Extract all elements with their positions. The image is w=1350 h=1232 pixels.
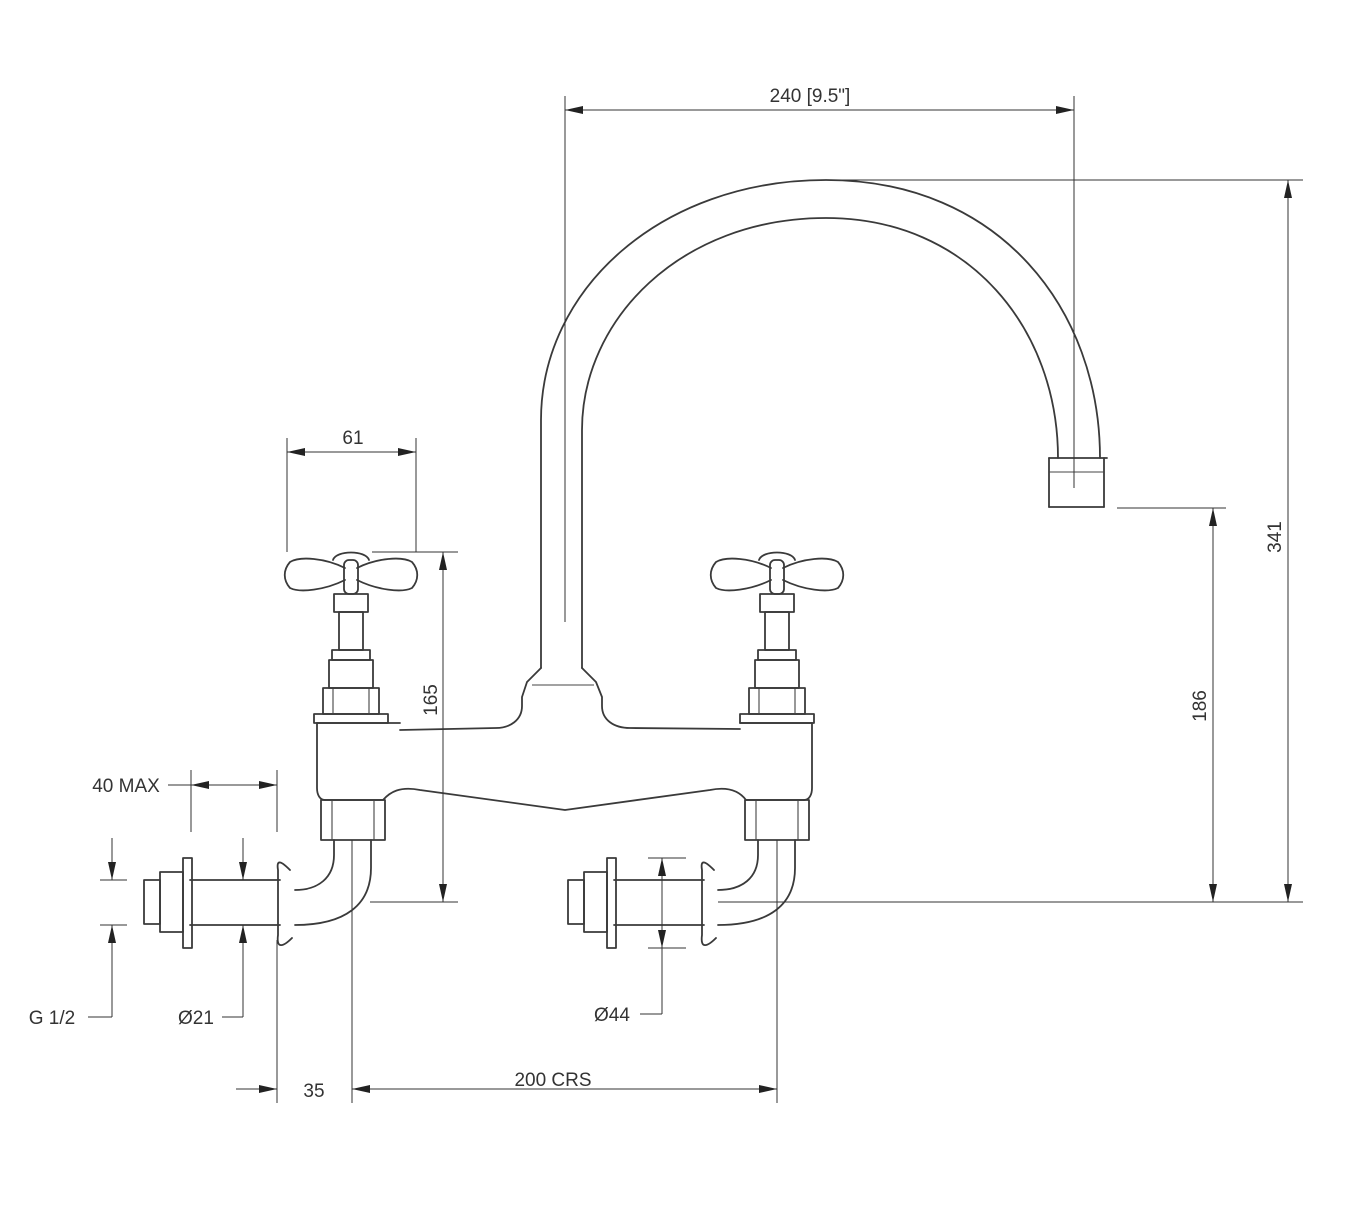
outlet-height-label: 186 (1190, 690, 1211, 722)
swan-neck-spout (399, 179, 1108, 731)
mixer-tap-outline (143, 179, 1108, 949)
flange-diameter-label: Ø44 (594, 1005, 630, 1026)
pipe-diameter-label: Ø21 (178, 1008, 214, 1029)
left-wall-inlet (143, 799, 386, 949)
inlet-thread-label: G 1/2 (29, 1008, 75, 1029)
wall-thickness-label: 40 MAX (92, 776, 160, 797)
right-cross-handle-valve (709, 551, 845, 724)
dimension-labels: 240 [9.5"] 61 341 186 165 40 MAX G 1/2 Ø… (29, 86, 1286, 1102)
wall-offset-label: 35 (303, 1081, 324, 1102)
dimension-lines (88, 96, 1303, 1103)
spout-reach-label: 240 [9.5"] (770, 86, 851, 107)
handle-height-label: 165 (421, 684, 442, 716)
left-cross-handle-valve (283, 551, 419, 724)
handle-width-label: 61 (342, 428, 363, 449)
total-height-label: 341 (1265, 521, 1286, 553)
bridge-body (316, 722, 813, 811)
centres-label: 200 CRS (514, 1070, 591, 1091)
right-wall-inlet (567, 799, 810, 949)
